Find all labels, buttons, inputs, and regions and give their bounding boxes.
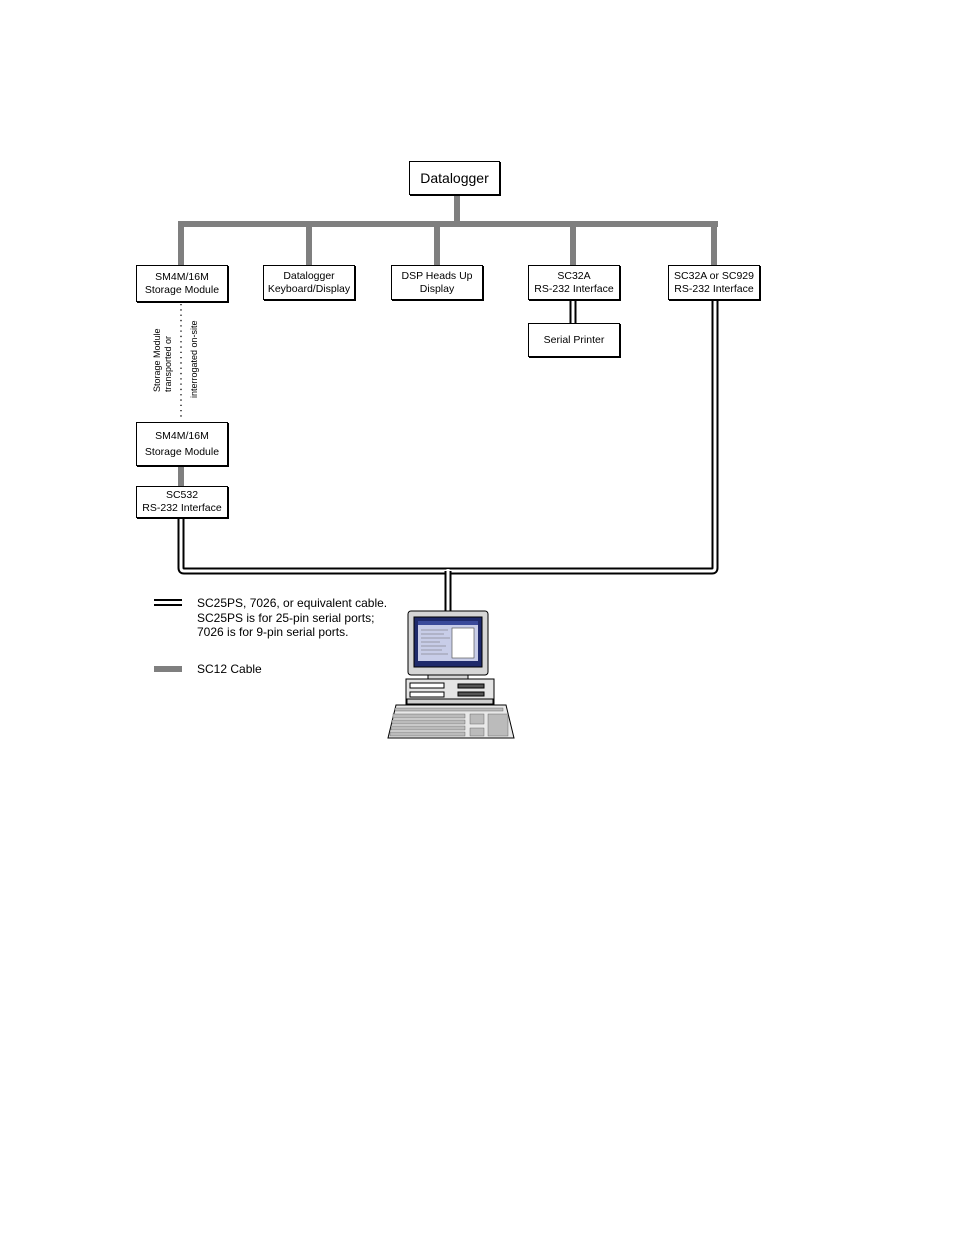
sc532-line2: RS-232 Interface [142, 502, 222, 514]
sm-top-line1: SM4M/16M [155, 270, 209, 283]
note-left-line2: transported or [163, 335, 173, 392]
datalogger-box: Datalogger [409, 161, 500, 195]
sm-top-line2: Storage Module [144, 283, 220, 296]
printer-label: Serial Printer [543, 333, 605, 346]
sc12-cables [178, 194, 718, 486]
sm-bottom-line2: Storage Module [144, 445, 220, 458]
interrogated-onsite-note: interrogated on-site [189, 320, 200, 398]
sc532-interface-box: SC532 RS-232 Interface [136, 486, 228, 518]
storage-module-transported-note: Storage Module transported or [152, 328, 174, 392]
legend-double-line1: SC25PS, 7026, or equivalent cable. [197, 596, 388, 610]
sm-bottom-line1: SM4M/16M [155, 429, 209, 442]
legend-sc12-label: SC12 Cable [197, 662, 262, 676]
datalogger-keyboard-display-box: Datalogger Keyboard/Display [263, 265, 355, 300]
datalogger-label: Datalogger [420, 170, 489, 186]
keyboard-line1: Datalogger [283, 269, 335, 282]
legend-double-line3: 7026 is for 9-pin serial ports. [197, 625, 349, 639]
legend-double-line-symbol [154, 599, 182, 606]
legend-double-line2: SC25PS is for 25-pin serial ports; [197, 610, 375, 625]
keyboard-line2: Keyboard/Display [267, 282, 351, 295]
sc32a-line2: RS-232 Interface [534, 282, 614, 295]
dsp-line1: DSP Heads Up [401, 269, 473, 282]
sc32a-or-sc929-interface-box: SC32A or SC929 RS-232 Interface [668, 265, 760, 300]
legend-sc12-text: SC12 Cable [197, 662, 262, 677]
dsp-line2: Display [419, 282, 455, 295]
sc32a-interface-box: SC32A RS-232 Interface [528, 265, 620, 300]
legend-double-cable-text: SC25PS, 7026, or equivalent cable. SC25P… [197, 596, 387, 640]
serial-printer-box: Serial Printer [528, 323, 620, 357]
note-left-line1: Storage Module [152, 328, 162, 392]
note-right-line1: interrogated on-site [189, 320, 199, 398]
sc532-line1: SC532 [165, 489, 199, 501]
sm4m-16m-storage-module-top-box: SM4M/16M Storage Module [136, 265, 228, 302]
sm4m-16m-storage-module-bottom-box: SM4M/16M Storage Module [136, 422, 228, 466]
dsp-heads-up-display-box: DSP Heads Up Display [391, 265, 483, 300]
sc929-line1: SC32A or SC929 [674, 269, 754, 282]
serial-cables [177, 299, 719, 611]
computer-icon [387, 610, 515, 739]
sc32a-line1: SC32A [557, 269, 591, 282]
sc929-line2: RS-232 Interface [674, 282, 754, 295]
